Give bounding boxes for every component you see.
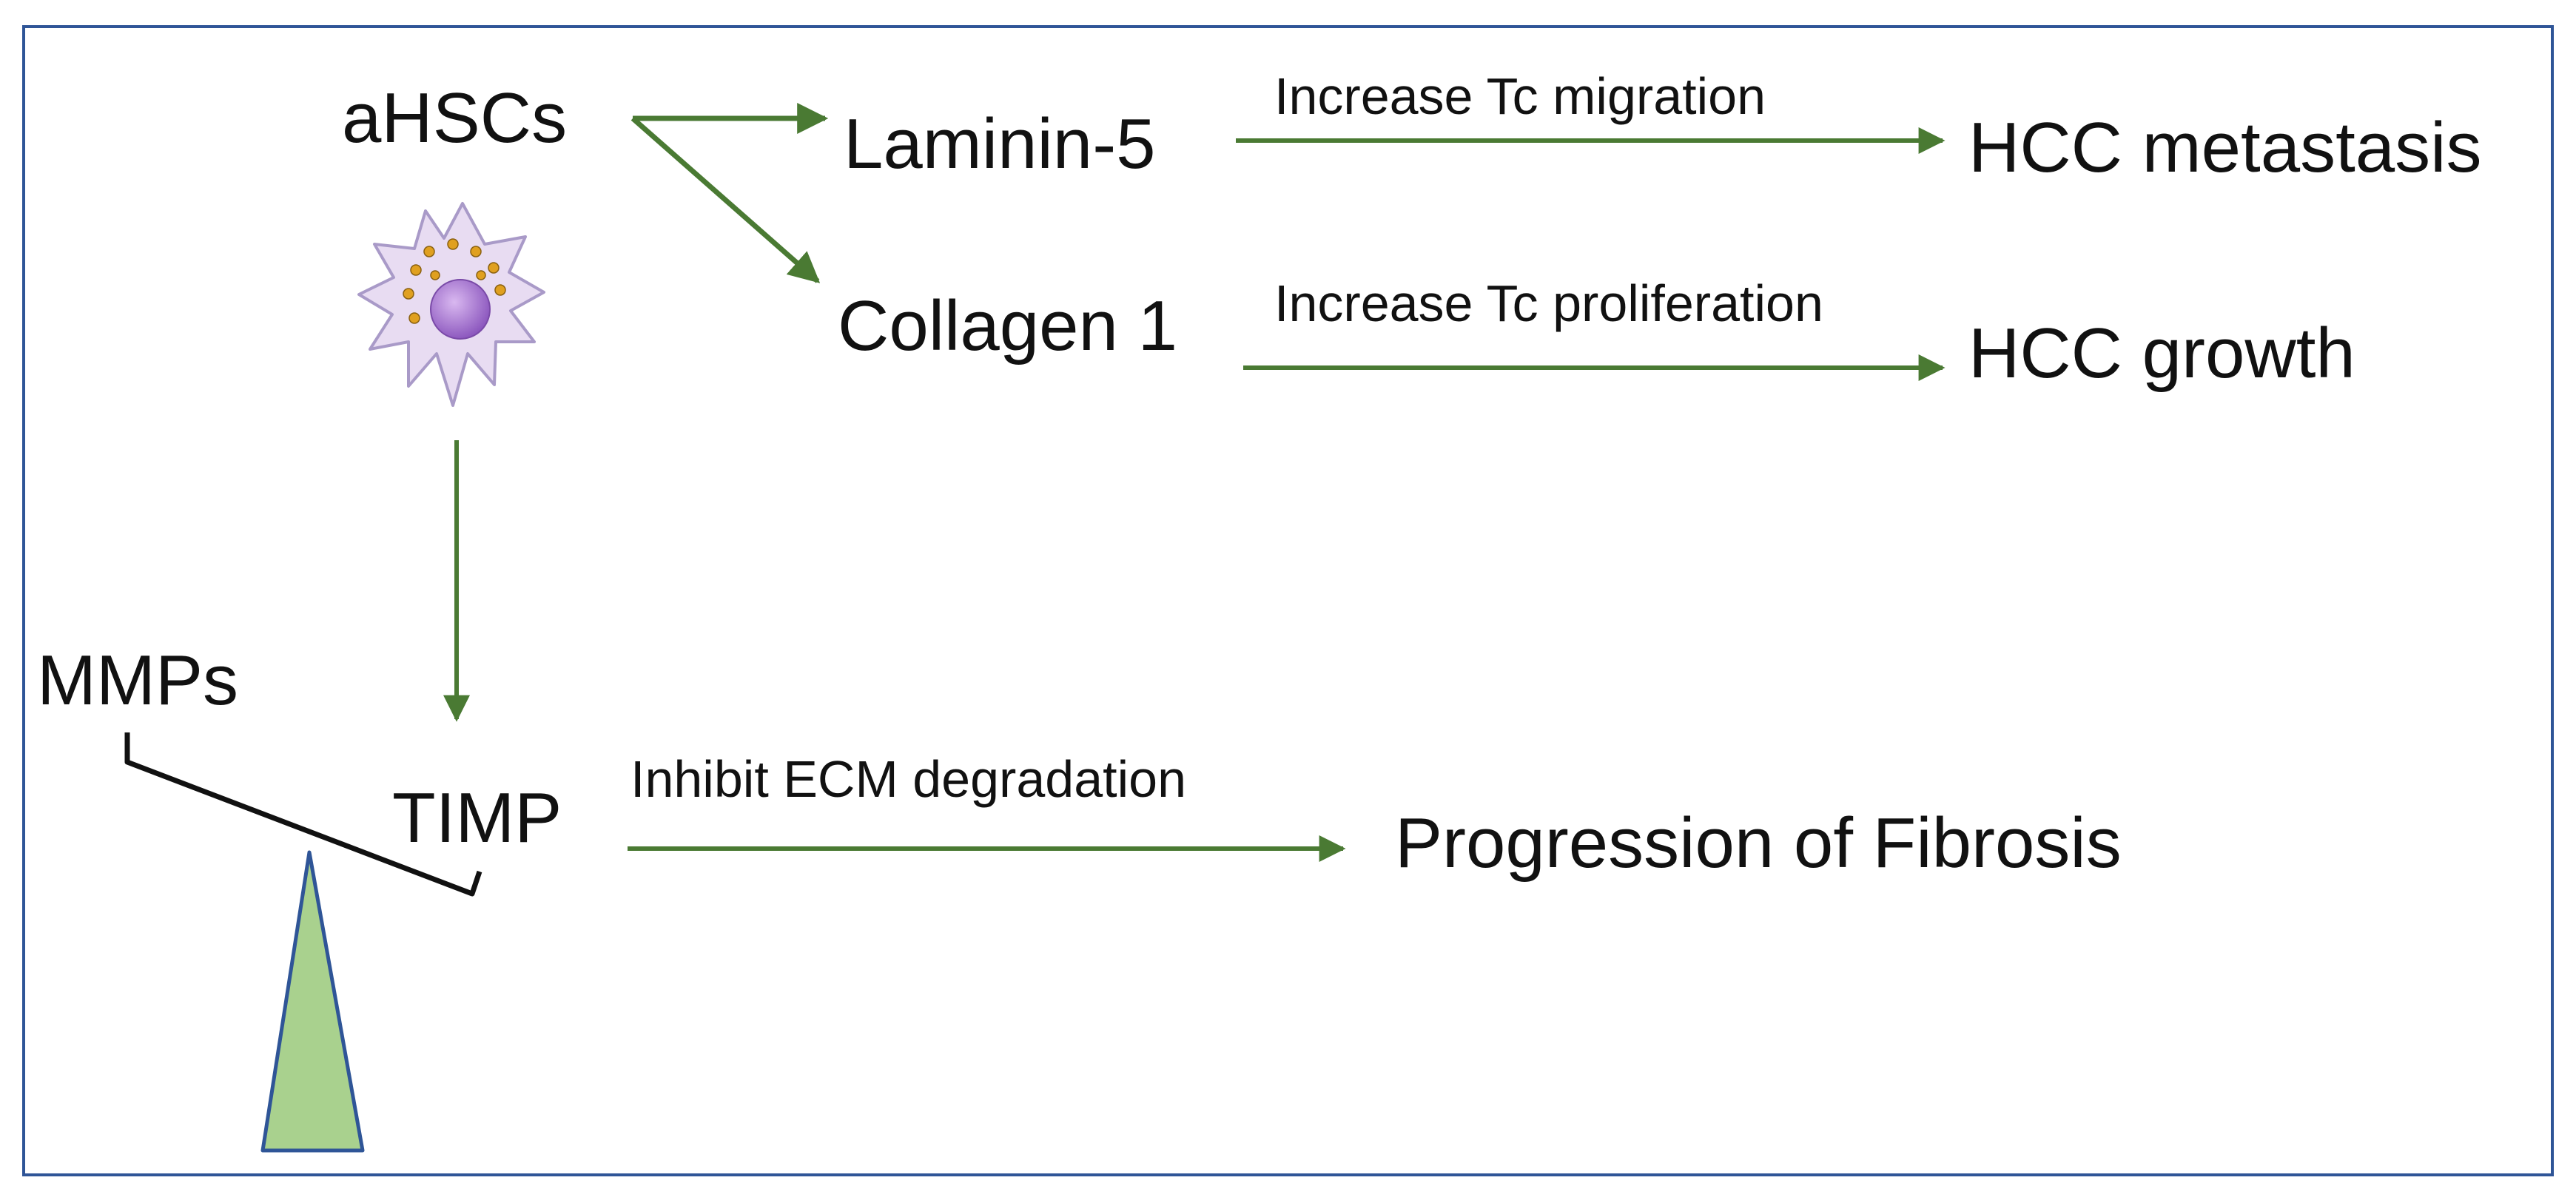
arrow-ahscs-collagen — [630, 116, 821, 283]
node-hcc-growth: HCC growth — [1968, 314, 2355, 393]
balance-beam — [124, 732, 482, 897]
node-hcc-metastasis: HCC metastasis — [1968, 108, 2482, 187]
fulcrum — [260, 850, 365, 1153]
node-laminin-5: Laminin-5 — [844, 104, 1156, 183]
node-mmps: MMPs — [37, 641, 238, 720]
balance-scale-icon — [124, 732, 482, 1153]
stellate-cell-icon — [357, 202, 545, 407]
node-ahscs: aHSCs — [342, 78, 568, 158]
node-timp: TIMP — [392, 778, 562, 857]
edge-label-inhibit-ecm-degradation: Inhibit ECM degradation — [630, 750, 1186, 808]
edge-label-tc-migration: Increase Tc migration — [1274, 67, 1766, 125]
diagram-frame — [22, 25, 2554, 1176]
node-collagen-1: Collagen 1 — [838, 286, 1177, 365]
node-progression-of-fibrosis: Progression of Fibrosis — [1395, 803, 2122, 883]
edge-label-tc-proliferation: Increase Tc proliferation — [1274, 274, 1823, 332]
